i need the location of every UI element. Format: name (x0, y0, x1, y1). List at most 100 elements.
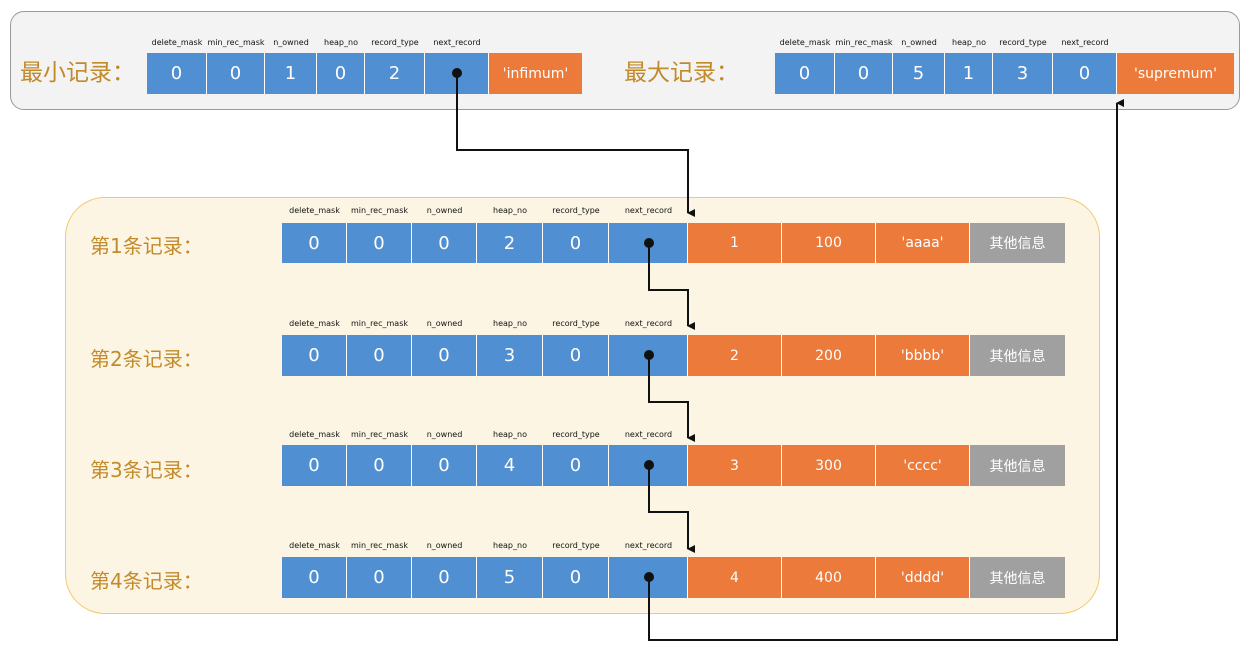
infimum-heap-no: 0 (317, 53, 365, 94)
record-2-min-rec-mask: 0 (347, 335, 412, 376)
supremum-header-next-record: next_record (1061, 38, 1109, 47)
record-3-header-heap-no: heap_no (493, 430, 527, 439)
record-2-col-2: 200 (782, 335, 876, 376)
record-1-label: 第1条记录： (90, 234, 203, 258)
supremum-heap-no: 1 (945, 53, 993, 94)
record-1-delete-mask: 0 (282, 223, 347, 263)
record-1-header-record-type: record_type (552, 206, 600, 215)
record-4-delete-mask: 0 (282, 557, 347, 598)
infimum-n-owned: 1 (265, 53, 317, 94)
record-4-col-1: 4 (688, 557, 782, 598)
record-1-other-info: 其他信息 (970, 223, 1065, 263)
record-1-col-1: 1 (688, 223, 782, 263)
supremum-next-record: 0 (1053, 53, 1117, 94)
supremum-header-record-type: record_type (999, 38, 1047, 47)
record-3-other-info: 其他信息 (970, 445, 1065, 486)
record-4-col-2: 400 (782, 557, 876, 598)
link-record-1-to-record-2 (648, 243, 695, 330)
record-3-header-record-type: record_type (552, 430, 600, 439)
record-3-header-min-rec-mask: min_rec_mask (350, 430, 408, 439)
record-2-header-heap-no: heap_no (493, 319, 527, 328)
record-2-other-info: 其他信息 (970, 335, 1065, 376)
record-4-header-heap-no: heap_no (493, 541, 527, 550)
supremum-label: 最大记录： (624, 60, 739, 86)
infimum-header-min-rec-mask: min_rec_mask (207, 38, 265, 47)
infimum-header-next-record: next_record (433, 38, 481, 47)
record-3-heap-no: 4 (477, 445, 543, 486)
record-4-heap-no: 5 (477, 557, 543, 598)
record-4-col-3: 'dddd' (876, 557, 970, 598)
record-2-col-1: 2 (688, 335, 782, 376)
infimum-label: 最小记录： (20, 60, 135, 86)
infimum-header-record-type: record_type (371, 38, 419, 47)
pointer-dot-record-1 (644, 238, 654, 248)
record-2-col-3: 'bbbb' (876, 335, 970, 376)
record-3-col-1: 3 (688, 445, 782, 486)
record-4-label: 第4条记录： (90, 569, 203, 593)
pointer-dot-infimum (452, 68, 462, 78)
supremum-n-owned: 5 (893, 53, 945, 94)
link-infimum-to-record-1 (456, 73, 695, 217)
supremum-delete-mask: 0 (775, 53, 835, 94)
record-4-header-record-type: record_type (552, 541, 600, 550)
record-3-delete-mask: 0 (282, 445, 347, 486)
record-3-col-3: 'cccc' (876, 445, 970, 486)
infimum-min-rec-mask: 0 (207, 53, 265, 94)
record-3-n-owned: 0 (412, 445, 477, 486)
record-3-min-rec-mask: 0 (347, 445, 412, 486)
record-2-label: 第2条记录： (90, 347, 203, 371)
supremum-header-n-owned: n_owned (901, 38, 937, 47)
record-1-header-min-rec-mask: min_rec_mask (350, 206, 408, 215)
record-2-header-min-rec-mask: min_rec_mask (350, 319, 408, 328)
record-1-record-type: 0 (543, 223, 609, 263)
infimum-payload: 'infimum' (489, 53, 582, 94)
infimum-header-n-owned: n_owned (273, 38, 309, 47)
record-3-header-n-owned: n_owned (426, 430, 463, 439)
record-1-col-3: 'aaaa' (876, 223, 970, 263)
infimum-delete-mask: 0 (147, 53, 207, 94)
user-records-panel (65, 197, 1100, 614)
record-3-record-type: 0 (543, 445, 609, 486)
supremum-payload: 'supremum' (1117, 53, 1234, 94)
record-4-min-rec-mask: 0 (347, 557, 412, 598)
record-1-header-heap-no: heap_no (493, 206, 527, 215)
record-2-header-record-type: record_type (552, 319, 600, 328)
pointer-dot-record-4 (644, 572, 654, 582)
record-4-header-min-rec-mask: min_rec_mask (350, 541, 408, 550)
infimum-header-heap-no: heap_no (324, 38, 358, 47)
infimum-record-type: 2 (365, 53, 425, 94)
record-2-header-next-record: next_record (624, 319, 673, 328)
record-1-header-delete-mask: delete_mask (289, 206, 340, 215)
link-record-3-to-record-4 (648, 465, 695, 553)
supremum-header-min-rec-mask: min_rec_mask (835, 38, 893, 47)
pointer-dot-record-3 (644, 460, 654, 470)
record-1-n-owned: 0 (412, 223, 477, 263)
record-1-header-next-record: next_record (624, 206, 673, 215)
record-4-header-n-owned: n_owned (426, 541, 463, 550)
link-record-4-to-supremum (648, 99, 1124, 641)
record-4-n-owned: 0 (412, 557, 477, 598)
supremum-header-delete-mask: delete_mask (779, 38, 831, 47)
record-2-header-n-owned: n_owned (426, 319, 463, 328)
record-1-col-2: 100 (782, 223, 876, 263)
record-2-record-type: 0 (543, 335, 609, 376)
record-3-header-next-record: next_record (624, 430, 673, 439)
record-4-header-next-record: next_record (624, 541, 673, 550)
record-2-header-delete-mask: delete_mask (289, 319, 340, 328)
link-record-2-to-record-3 (648, 355, 695, 442)
record-4-other-info: 其他信息 (970, 557, 1065, 598)
record-4-record-type: 0 (543, 557, 609, 598)
supremum-min-rec-mask: 0 (835, 53, 893, 94)
record-2-n-owned: 0 (412, 335, 477, 376)
record-3-label: 第3条记录： (90, 458, 203, 482)
supremum-header-heap-no: heap_no (952, 38, 986, 47)
supremum-record-type: 3 (993, 53, 1053, 94)
record-4-header-delete-mask: delete_mask (289, 541, 340, 550)
record-3-col-2: 300 (782, 445, 876, 486)
record-3-header-delete-mask: delete_mask (289, 430, 340, 439)
record-1-header-n-owned: n_owned (426, 206, 463, 215)
pointer-dot-record-2 (644, 350, 654, 360)
record-1-min-rec-mask: 0 (347, 223, 412, 263)
record-2-delete-mask: 0 (282, 335, 347, 376)
